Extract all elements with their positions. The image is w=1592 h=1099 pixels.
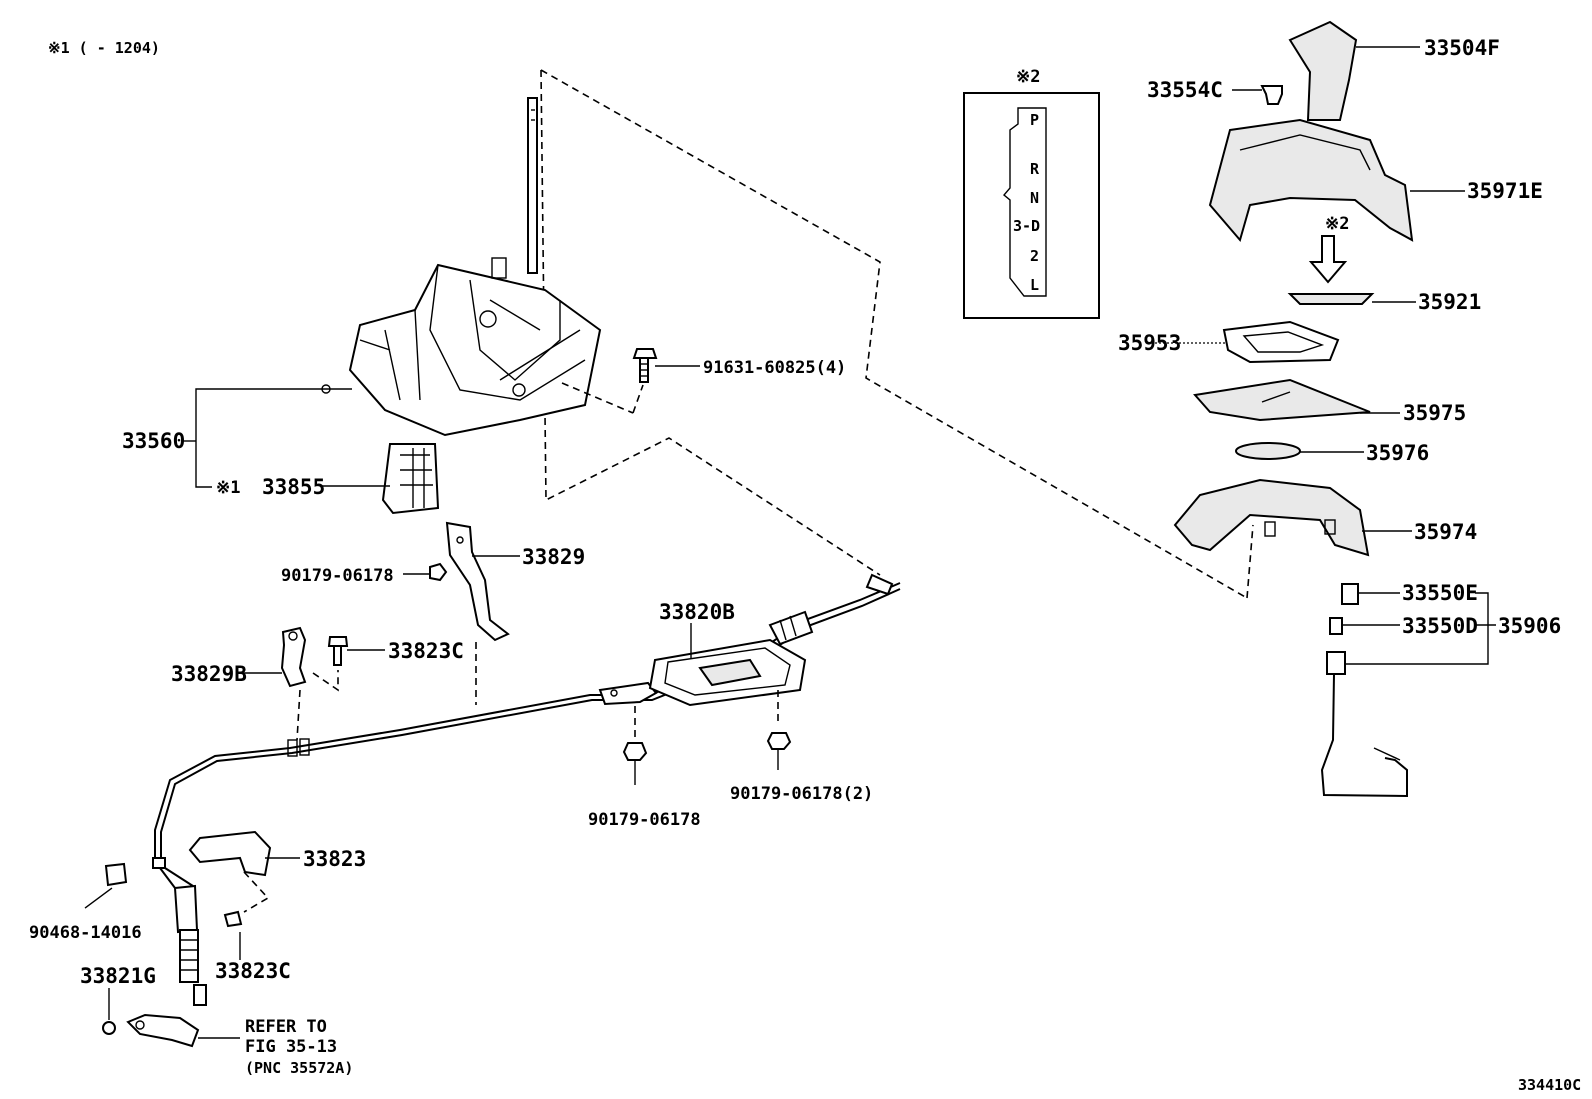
housing-35974	[1173, 478, 1370, 557]
bulb-33550E	[1341, 583, 1359, 605]
bolt-33823C-b	[223, 910, 243, 960]
cover-35975	[1193, 378, 1371, 422]
label-91631: 91631-60825(4)	[703, 358, 846, 378]
label-33829: 33829	[522, 545, 585, 569]
label-33504F: 33504F	[1424, 36, 1500, 60]
label-33855: 33855	[262, 475, 325, 499]
shift-lock-housing	[381, 443, 440, 515]
label-33855-mark: ※1	[216, 478, 240, 498]
gate-pos-3d: 3-D	[1013, 217, 1040, 235]
label-90179-b: 90179-06178	[588, 810, 701, 830]
label-33821G: 33821G	[80, 964, 156, 988]
applicability-note: ※1 ( - 1204)	[48, 39, 160, 57]
label-35921: 35921	[1418, 290, 1481, 314]
clip-33821G	[102, 988, 116, 1035]
seal-35976	[1235, 442, 1301, 460]
arrow-mark: ※2	[1325, 214, 1349, 234]
label-90179-a: 90179-06178	[281, 566, 394, 586]
shift-lever-assembly	[320, 97, 602, 437]
shift-knob-33504F	[1288, 20, 1358, 121]
bolt-91631	[632, 348, 658, 383]
label-35976: 35976	[1366, 441, 1429, 465]
install-arrow	[1308, 235, 1348, 284]
plate-35953	[1222, 320, 1340, 364]
clip-33554C	[1260, 85, 1283, 105]
clamp-33829B	[280, 626, 307, 688]
harness-35906	[1320, 651, 1408, 798]
gate-pos-2: 2	[1030, 247, 1039, 265]
label-35906: 35906	[1498, 614, 1561, 638]
assembly-outline-dashed	[540, 69, 1248, 599]
refer-line-3: (PNC 35572A)	[245, 1059, 353, 1077]
gate-pos-l: L	[1030, 276, 1039, 294]
gate-pos-r: R	[1030, 160, 1040, 178]
clip-90468	[104, 862, 128, 887]
refer-line-1: REFER TO	[245, 1017, 327, 1037]
bolt-33823C-a	[327, 636, 349, 666]
bulb-33550D	[1329, 617, 1343, 635]
figure-id: 334410C	[1518, 1076, 1581, 1094]
bezel-35971E	[1208, 118, 1414, 243]
label-33823C-a: 33823C	[388, 639, 464, 663]
bracket-33829	[445, 521, 510, 642]
nut-90179-b	[622, 742, 648, 785]
label-33550E: 33550E	[1402, 581, 1478, 605]
label-35971E: 35971E	[1467, 179, 1543, 203]
label-90468: 90468-14016	[29, 923, 142, 943]
label-35953: 35953	[1118, 331, 1181, 355]
label-33829B: 33829B	[171, 662, 247, 686]
gate-inset	[963, 92, 1100, 319]
gate-pos-n: N	[1030, 189, 1039, 207]
indicator-35921	[1287, 293, 1375, 305]
nut-90179-c	[766, 732, 792, 770]
label-33560: 33560	[122, 429, 185, 453]
label-35975: 35975	[1403, 401, 1466, 425]
inset-mark: ※2	[1016, 67, 1040, 87]
nut-90179-a	[429, 562, 448, 582]
label-90179-c: 90179-06178(2)	[730, 784, 873, 804]
refer-line-2: FIG 35-13	[245, 1037, 337, 1057]
gate-pos-p: P	[1030, 111, 1039, 129]
shift-cable-33820B	[152, 573, 901, 1006]
label-33554C: 33554C	[1147, 78, 1223, 102]
label-33820B: 33820B	[659, 600, 735, 624]
label-33823: 33823	[303, 847, 366, 871]
bracket-33823	[188, 830, 272, 877]
lever-refer-fig	[126, 1013, 240, 1048]
label-35974: 35974	[1414, 520, 1477, 544]
label-33823C-b: 33823C	[215, 959, 291, 983]
label-33550D: 33550D	[1402, 614, 1478, 638]
